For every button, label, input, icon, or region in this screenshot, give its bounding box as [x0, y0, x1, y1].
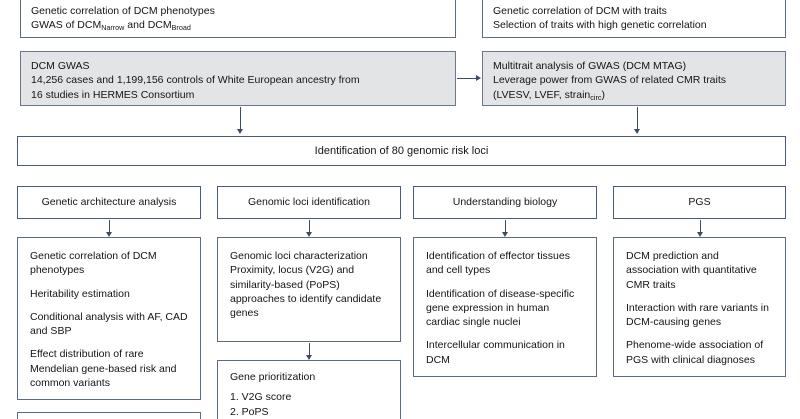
body-item: DCM prediction and association with quan… [626, 250, 757, 291]
box-line-2: 14,256 cases and 1,199,156 controls of W… [31, 74, 360, 87]
column-header-genetic-architecture-analysis: Genetic architecture analysis [17, 186, 201, 219]
box-multitrait-analysis-mtag: Multitrait analysis of GWAS (DCM MTAG) L… [482, 51, 786, 106]
gene-prioritization-list: 1. V2G score 2. PoPS 3. Nearest gene [230, 390, 388, 419]
column-header-understanding-biology: Understanding biology [413, 186, 597, 219]
box-genetic-correlation-dcm-phenotypes: Genetic correlation of DCM phenotypes GW… [20, 0, 456, 38]
subscript-broad: Broad [171, 23, 191, 33]
gene-prioritization-item: 2. PoPS [230, 405, 269, 418]
box-line-1: Genetic correlation of DCM phenotypes [31, 5, 215, 17]
column-header-label: Understanding biology [452, 196, 558, 209]
body-box-genomic-loci-identification: Genomic loci characterization Proximity,… [217, 237, 401, 342]
subscript-circ: circ [590, 92, 602, 102]
box-genetic-correlation-dcm-traits: Genetic correlation of DCM with traits S… [482, 0, 786, 38]
body-item: Effect distribution of rare Mendelian ge… [30, 348, 177, 389]
body-item: Identification of effector tissues and c… [426, 250, 570, 277]
column-header-label: PGS [688, 196, 711, 209]
column-header-pgs: PGS [613, 186, 786, 219]
box-line-3: (LVESV, LVEF, straincirc) [493, 88, 605, 102]
body-box-col1-overflow-partial [17, 412, 201, 419]
body-item: Identification of disease-specific gene … [426, 287, 575, 329]
box-line-2: Selection of traits with high genetic co… [493, 19, 707, 32]
column-header-genomic-loci-identification: Genomic loci identification [217, 186, 401, 219]
body-box-understanding-biology: Identification of effector tissues and c… [413, 237, 597, 377]
loci-banner-label: Identification of 80 genomic risk loci [314, 144, 489, 157]
body-item: Proximity, locus (V2G) and similarity-ba… [230, 264, 382, 320]
column-header-label: Genomic loci identification [248, 196, 370, 209]
body-item: Phenome-wide association of PGS with cli… [626, 339, 764, 366]
body-item: Intercellular communication in DCM [426, 339, 565, 366]
box-identification-80-genomic-risk-loci: Identification of 80 genomic risk loci [17, 136, 786, 166]
body-item: Conditional analysis with AF, CAD and SB… [30, 310, 188, 338]
body-item: Interaction with rare variants in DCM-ca… [626, 301, 769, 329]
subscript-narrow: Narrow [101, 23, 125, 33]
body-box-gene-prioritization: Gene prioritization 1. V2G score 2. PoPS… [217, 360, 401, 419]
box-dcm-gwas: DCM GWAS 14,256 cases and 1,199,156 cont… [20, 51, 456, 106]
gene-prioritization-item: 1. V2G score [230, 391, 292, 404]
gene-prioritization-title: Gene prioritization [230, 371, 316, 383]
body-box-pgs: DCM prediction and association with quan… [613, 237, 786, 377]
box-line-1: Multitrait analysis of GWAS (DCM MTAG) [493, 60, 687, 72]
column-header-label: Genetic architecture analysis [41, 196, 177, 209]
box-line-1: DCM GWAS [31, 60, 90, 72]
body-item: Genomic loci characterization [230, 250, 368, 262]
body-box-genetic-architecture-analysis: Genetic correlation of DCM phenotypes He… [17, 237, 201, 400]
box-line-1: Genetic correlation of DCM with traits [493, 5, 667, 17]
box-line-2: GWAS of DCMNarrow and DCMBroad [31, 19, 191, 33]
box-line-3: 16 studies in HERMES Consortium [31, 88, 195, 101]
body-item: Heritability estimation [30, 287, 130, 300]
box-line-2: Leverage power from GWAS of related CMR … [493, 74, 727, 87]
body-item: Genetic correlation of DCM phenotypes [30, 250, 157, 277]
